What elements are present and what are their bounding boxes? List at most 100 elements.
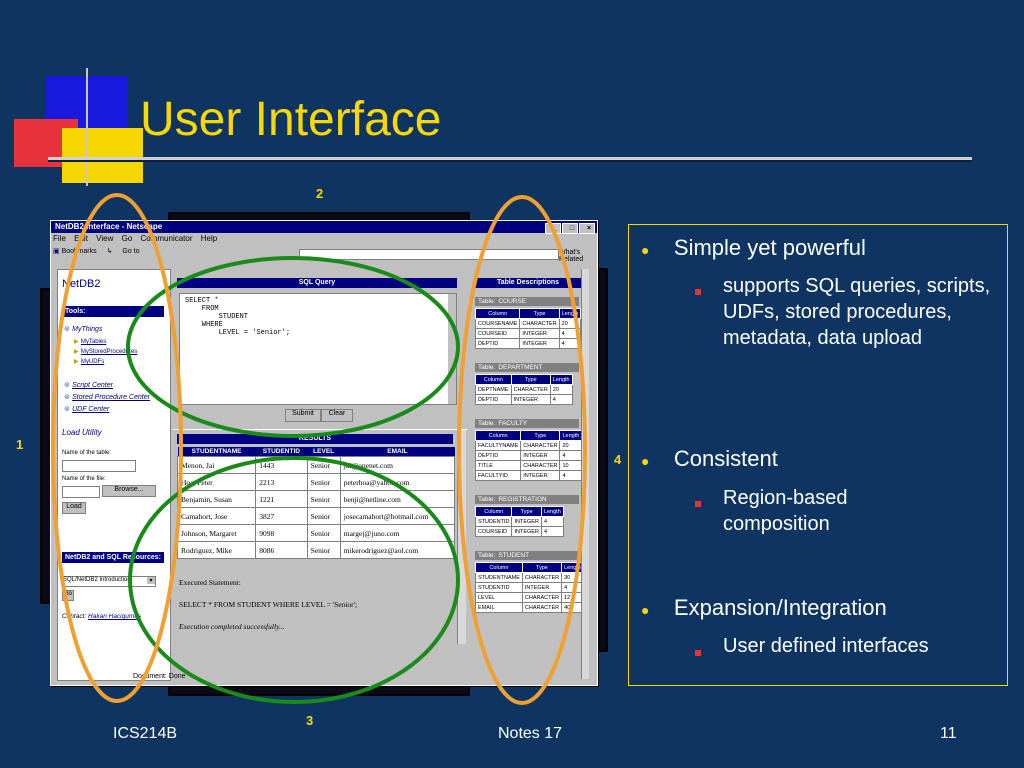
table-prefix: Table: [478, 364, 496, 371]
submit-button[interactable]: Submit [285, 409, 321, 422]
myudfs-link[interactable]: ▶ MyUDFs [74, 356, 104, 365]
mystoredprocedures-link[interactable]: ▶ MyStoredProcedures [74, 346, 137, 355]
udf-center-link[interactable]: ⊚ UDF Center [64, 404, 109, 413]
go-button[interactable]: Go [62, 590, 74, 601]
table-cell: Menon, Jai [176, 456, 257, 474]
table-cell: Johnson, Margaret [176, 524, 257, 542]
bullet-dot-icon: ● [641, 453, 650, 469]
bullet-square-icon [695, 643, 701, 661]
contact-label: Contact: [62, 613, 87, 620]
table-name: FACULTY [498, 420, 528, 427]
table-prefix: Table: [478, 496, 496, 503]
footer-page-number: 11 [940, 725, 957, 742]
center-icon: ⊚ [64, 382, 70, 389]
mystoredprocedures-label: MyStoredProcedures [80, 349, 138, 355]
table-name-label: Table:COURSE [475, 297, 579, 306]
whats-related-button[interactable]: What's Related [559, 249, 597, 263]
table-name: COURSE [498, 298, 527, 305]
schema-cell: INTEGER [519, 338, 560, 349]
bullet-box: ● Simple yet powerful supports SQL queri… [628, 224, 1008, 686]
browse-button[interactable]: Browse... [102, 485, 156, 497]
resources-select-value: SQL/NetDB2 Introduction [63, 577, 131, 583]
menu-communicator[interactable]: Communicator [140, 234, 193, 243]
schema-cell: 4 [549, 394, 573, 405]
table-name-input[interactable] [62, 460, 136, 472]
close-icon[interactable]: × [579, 223, 595, 234]
schema-cell: CHARACTER [521, 602, 563, 613]
bookmarks-button[interactable]: Bookmarks [61, 248, 97, 255]
table-name-label: Table:DEPARTMENT [475, 363, 579, 372]
location-input[interactable] [299, 249, 559, 260]
menu-go[interactable]: Go [121, 234, 133, 243]
table-name-label: Table:REGISTRATION [475, 495, 579, 504]
title-underline [48, 157, 972, 160]
file-name-input[interactable] [62, 486, 100, 498]
bullet-square-icon [695, 282, 701, 300]
udf-center-label: UDF Center [72, 406, 110, 413]
marker-2: 2 [316, 186, 324, 201]
script-center-link[interactable]: ⊚ Script Center [64, 380, 113, 389]
chevron-down-icon[interactable]: ▾ [147, 577, 155, 584]
mythings-label: MyThings [72, 326, 103, 333]
schema-cell: DEPTID [474, 338, 521, 349]
bullet-3: ● Expansion/Integration [641, 595, 1001, 621]
backdrop-right [598, 268, 608, 652]
table-name-label: Name of the table: [62, 450, 112, 456]
resources-header: NetDB2 and SQL Resources: [62, 552, 164, 563]
marker-4: 4 [614, 452, 622, 467]
col-email: EMAIL [340, 447, 455, 457]
col-level: LEVEL [307, 447, 341, 457]
bookmarks-icon[interactable]: ▣ [53, 248, 60, 255]
logo-vertical-line [86, 68, 88, 186]
arrow-icon: ▶ [74, 349, 79, 355]
sql-scrollbar[interactable] [448, 294, 456, 404]
table-cell: 8086 [255, 541, 308, 559]
bullet-2-text: Consistent [673, 446, 778, 471]
nav-frame: NetDB2 Tools: ⊚ MyThings ▶ MyTables ▶ My… [57, 269, 171, 681]
menu-help[interactable]: Help [200, 234, 218, 243]
table-prefix: Table: [478, 298, 496, 305]
load-utility-title: Load Utility [62, 428, 102, 437]
bullet-2-sub: Region-based composition [723, 487, 848, 535]
arrow-icon: ▶ [74, 339, 79, 345]
maximize-icon[interactable]: □ [562, 223, 578, 234]
sql-query-text: SELECT * FROM STUDENT WHERE LEVEL = 'Sen… [185, 297, 291, 337]
sql-query-textarea[interactable]: SELECT * FROM STUDENT WHERE LEVEL = 'Sen… [179, 293, 457, 405]
ellipse-1-navigation [51, 193, 183, 703]
menu-file[interactable]: File [53, 234, 66, 243]
status-bar: Document: Done [53, 673, 593, 683]
title-underline-shadow [48, 160, 972, 162]
bullet-3-text: Expansion/Integration [673, 595, 887, 620]
bullet-3-sub: User defined interfaces [723, 635, 929, 657]
col-studentname: STUDENTNAME [177, 447, 256, 457]
load-button[interactable]: Load [62, 502, 86, 514]
file-name-label: Name of the file: [62, 476, 106, 482]
table-cell: peterhoa@yahoo.com [339, 473, 456, 491]
brand-label: NetDB2 [62, 278, 101, 290]
mythings-item[interactable]: ⊚ MyThings [64, 324, 102, 333]
mytables-link[interactable]: ▶ MyTables [74, 336, 106, 345]
mythings-icon: ⊚ [64, 326, 70, 333]
table-name-label: Table:STUDENT [475, 551, 579, 560]
myudfs-label: MyUDFs [80, 359, 105, 365]
stored-procedure-center-link[interactable]: ⊚ Stored Procedure Center [64, 392, 150, 401]
bullet-1-text: Simple yet powerful [673, 235, 866, 260]
contact-link[interactable]: Hakan Hacigumus [88, 613, 142, 620]
menu-view[interactable]: View [96, 234, 114, 243]
table-name: DEPARTMENT [498, 364, 543, 371]
table-cell: 3827 [255, 507, 308, 525]
marker-1: 1 [16, 437, 24, 452]
table-cell: mikerodriguez@aol.com [339, 541, 456, 559]
clear-button[interactable]: Clear [321, 409, 353, 422]
window-title: NetDB2 Interface - Netscape [55, 222, 163, 231]
